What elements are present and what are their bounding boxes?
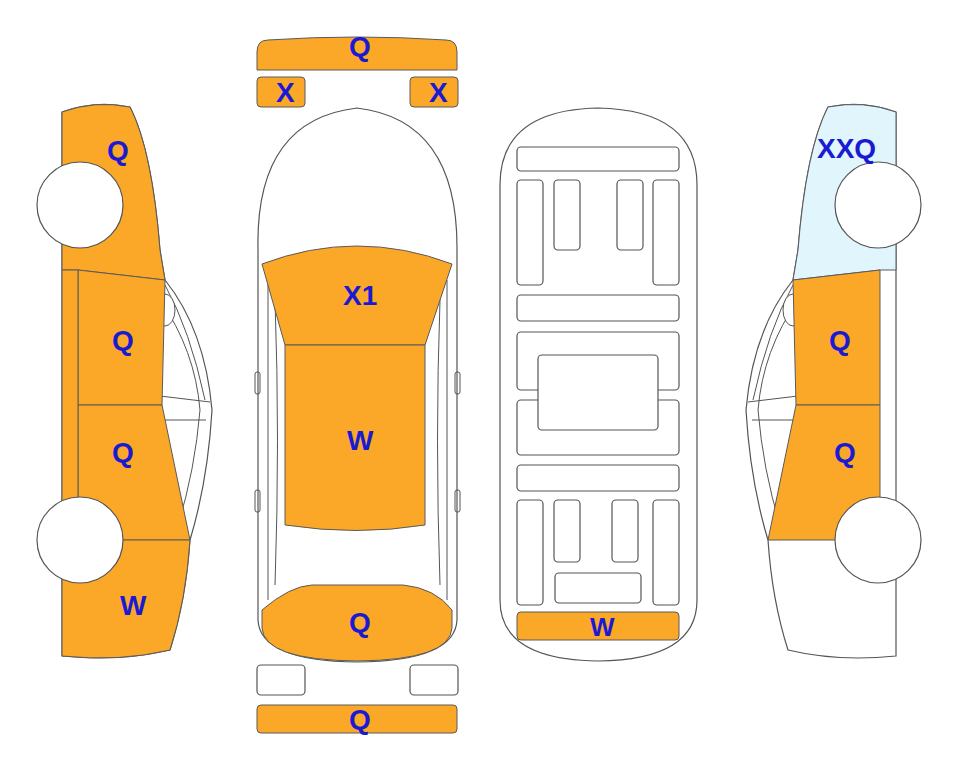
panel-outline [78, 270, 165, 405]
panel-group [793, 270, 880, 405]
panel-outline [410, 77, 458, 107]
wheel [835, 497, 921, 583]
panel-shape [767, 405, 880, 541]
damage-panel: Q [78, 270, 166, 406]
wheel [37, 162, 123, 248]
damage-code: Q [349, 33, 371, 61]
wheel [37, 497, 123, 583]
panel-group [257, 77, 305, 107]
wheel [835, 162, 921, 248]
damage-code: W [347, 427, 373, 455]
damage-code: Q [834, 439, 856, 467]
panel-outline [262, 246, 452, 345]
damage-panel: XXQ [792, 100, 896, 281]
panel-group [78, 270, 165, 405]
panel-outline [257, 705, 457, 733]
damage-panel: Q [262, 585, 452, 662]
damage-code: XXQ [817, 135, 876, 163]
panel-group [285, 345, 425, 531]
panel-group [62, 270, 190, 658]
damage-panel: Q [792, 270, 880, 406]
damage-panel: Q [767, 405, 880, 541]
panel-outline [262, 585, 452, 661]
damage-panel: X1 [262, 238, 452, 346]
damage-code: Q [107, 137, 129, 165]
damage-code: W [120, 592, 146, 620]
panel-group [262, 585, 452, 661]
panel-shape [62, 100, 166, 281]
damage-code: W [590, 614, 615, 640]
damage-panel: W [517, 612, 679, 640]
panel-shape [792, 100, 896, 281]
damage-code: X1 [343, 282, 377, 310]
panel-outline [793, 270, 880, 405]
panel-outline [62, 270, 190, 658]
damage-code: X [276, 79, 295, 107]
damage-panel: X [410, 77, 458, 107]
damage-code: Q [112, 327, 134, 355]
damage-code: Q [349, 609, 371, 637]
panel-outline [517, 612, 679, 640]
damage-panel: W [285, 345, 425, 533]
damage-code: Q [349, 706, 371, 734]
panel-group [410, 77, 458, 107]
damage-panel: X [257, 77, 305, 107]
underbody-view [500, 108, 697, 661]
damage-panel: Q [62, 100, 166, 281]
panel-outline [257, 77, 305, 107]
damage-code: Q [112, 439, 134, 467]
panel-group [262, 246, 452, 345]
panel-group [257, 705, 457, 733]
damage-panel: Q [257, 705, 457, 733]
damage-code: X [429, 79, 448, 107]
damage-panel: W [62, 270, 191, 663]
panel-outline [285, 345, 425, 531]
damage-code: Q [829, 327, 851, 355]
top-view [255, 108, 460, 695]
damage-panel: Q [257, 36, 457, 71]
panel-group [517, 612, 679, 640]
